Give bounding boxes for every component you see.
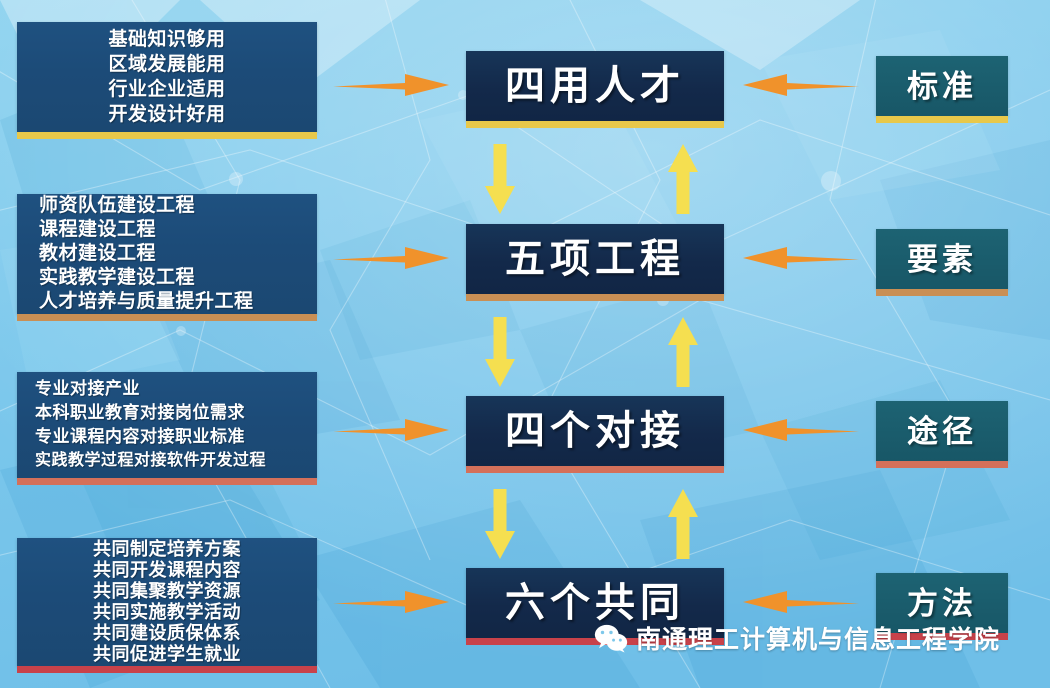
detail-box-row-3[interactable]: 专业对接产业 本科职业教育对接岗位需求 专业课程内容对接职业标准 实践教学过程对…	[17, 372, 317, 485]
attribute-box-accent-bar	[876, 116, 1008, 123]
stage-box-row-4[interactable]: 六个共同	[466, 568, 724, 645]
arrow-left-row-3	[741, 412, 859, 448]
detail-line: 实践教学过程对接软件开发过程	[35, 452, 267, 469]
detail-line: 教材建设工程	[39, 243, 157, 264]
wechat-icon	[594, 624, 628, 653]
stage-box-label: 五项工程	[505, 237, 685, 281]
detail-box-row-4[interactable]: 共同制定培养方案 共同开发课程内容 共同集聚教学资源 共同实施教学活动 共同建设…	[17, 538, 317, 673]
watermark: 南通理工计算机与信息工程学院	[594, 620, 1000, 656]
watermark-text: 南通理工计算机与信息工程学院	[636, 626, 1001, 654]
detail-line: 区域发展能用	[108, 54, 226, 75]
detail-line: 人才培养与质量提升工程	[39, 291, 254, 312]
detail-line: 共同开发课程内容	[93, 560, 241, 580]
detail-line: 本科职业教育对接岗位需求	[35, 403, 245, 422]
detail-line: 师资队伍建设工程	[39, 195, 196, 216]
stage-box-label: 四用人才	[505, 64, 685, 108]
detail-line: 专业课程内容对接职业标准	[35, 427, 245, 446]
attribute-box-label: 要素	[907, 241, 977, 277]
connector-arrow-up-2	[665, 315, 701, 389]
arrow-right-row-4	[333, 584, 451, 620]
stage-box-accent-bar	[466, 466, 724, 473]
detail-box-accent-bar	[17, 666, 317, 673]
arrow-right-row-3	[333, 412, 451, 448]
detail-box-row-1[interactable]: 基础知识够用 区域发展能用 行业企业适用 开发设计好用	[17, 22, 317, 139]
detail-line: 基础知识够用	[108, 29, 226, 50]
detail-line: 共同建设质保体系	[93, 623, 241, 643]
detail-box-row-2[interactable]: 师资队伍建设工程 课程建设工程 教材建设工程 实践教学建设工程 人才培养与质量提…	[17, 194, 317, 321]
arrow-right-row-1	[333, 67, 451, 103]
detail-box-accent-bar	[17, 132, 317, 139]
stage-box-accent-bar	[466, 294, 724, 301]
attribute-box-row-4[interactable]: 方法	[876, 573, 1008, 640]
connector-arrow-up-1	[665, 142, 701, 216]
connector-arrow-down-1	[482, 142, 518, 216]
attribute-box-label: 方法	[907, 585, 977, 621]
detail-line: 行业企业适用	[108, 79, 226, 100]
stage-box-row-1[interactable]: 四用人才	[466, 51, 724, 128]
connector-arrow-down-3	[482, 487, 518, 561]
detail-line: 实践教学建设工程	[39, 267, 196, 288]
stage-box-row-3[interactable]: 四个对接	[466, 396, 724, 473]
attribute-box-label: 途径	[907, 413, 977, 449]
detail-line: 共同促进学生就业	[93, 644, 241, 664]
arrow-left-row-2	[741, 240, 859, 276]
detail-line: 共同实施教学活动	[93, 602, 241, 622]
attribute-box-row-1[interactable]: 标准	[876, 56, 1008, 123]
connector-arrow-up-3	[665, 487, 701, 561]
arrow-right-row-2	[333, 240, 451, 276]
attribute-box-accent-bar	[876, 461, 1008, 468]
attribute-box-label: 标准	[907, 68, 977, 104]
attribute-box-accent-bar	[876, 289, 1008, 296]
attribute-box-row-2[interactable]: 要素	[876, 229, 1008, 296]
stage-box-accent-bar	[466, 121, 724, 128]
attribute-box-row-3[interactable]: 途径	[876, 401, 1008, 468]
arrow-left-row-1	[741, 67, 859, 103]
detail-line: 开发设计好用	[108, 104, 226, 125]
arrow-left-row-4	[741, 584, 859, 620]
attribute-box-accent-bar	[876, 633, 1008, 640]
detail-box-accent-bar	[17, 314, 317, 321]
connector-arrow-down-2	[482, 315, 518, 389]
detail-line: 课程建设工程	[39, 219, 157, 240]
stage-box-row-2[interactable]: 五项工程	[466, 224, 724, 301]
stage-box-label: 四个对接	[505, 409, 685, 453]
detail-line: 专业对接产业	[35, 379, 140, 398]
detail-line: 共同集聚教学资源	[93, 581, 241, 601]
stage-box-label: 六个共同	[505, 581, 685, 625]
detail-box-accent-bar	[17, 478, 317, 485]
stage-box-accent-bar	[466, 638, 724, 645]
detail-line: 共同制定培养方案	[93, 539, 241, 559]
